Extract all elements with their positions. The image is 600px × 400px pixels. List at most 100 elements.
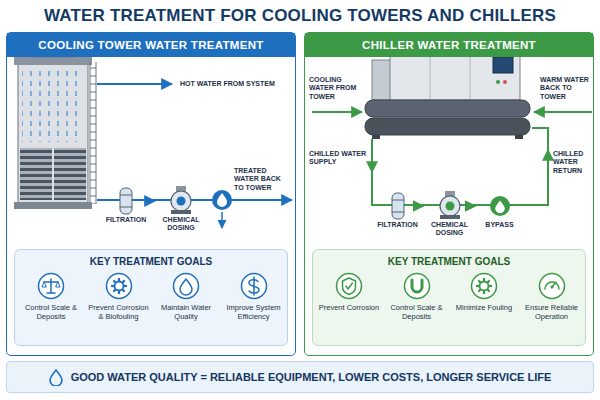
goals-heading: KEY TREATMENT GOALS [15, 256, 287, 267]
pump-icon [171, 186, 191, 214]
equipment-label: FILTRATION [374, 221, 422, 229]
gauge-icon [539, 274, 564, 299]
shield-icon [337, 274, 362, 299]
goal-label: Ensure Reliable Operation [519, 303, 585, 321]
goal-item: Control Scale & Deposits [18, 272, 84, 321]
filter-icon [392, 193, 404, 219]
bypass-icon [490, 196, 510, 216]
goal-item: Prevent Corrosion & Biofouling [86, 272, 152, 321]
gear-icon [476, 278, 492, 294]
gear-icon [483, 291, 485, 294]
bypass-icon [495, 200, 505, 213]
filter-icon [392, 193, 404, 219]
cooling-tower [20, 148, 86, 200]
equipment-symbol: FILTRATION [374, 191, 422, 229]
equipment-label: CHEMICAL DOSING [155, 216, 207, 232]
goal-icon [519, 272, 585, 300]
gear-icon [117, 278, 119, 281]
chiller [515, 135, 523, 139]
gear-icon [113, 290, 115, 292]
equipment-icon [424, 191, 476, 221]
gear-icon [122, 290, 124, 292]
cooling-tower [14, 57, 92, 65]
chiller-pipes [312, 111, 362, 113]
chiller-pipes [312, 112, 592, 205]
gear-icon [488, 290, 490, 292]
goal-icon [221, 272, 287, 300]
filter-icon [392, 200, 404, 201]
shield-icon [337, 274, 362, 299]
pump-icon [445, 202, 454, 211]
diagram-title: WATER TREATMENT FOR COOLING TOWERS AND C… [0, 6, 600, 26]
dollar-icon [241, 274, 266, 299]
tower-pipes [97, 83, 172, 85]
gauge-icon [545, 282, 559, 289]
chiller [365, 118, 530, 135]
goal-item: Minimize Fouling [451, 272, 517, 312]
tower-pipes [212, 190, 232, 210]
gear-icon [117, 291, 119, 294]
goal-icon [86, 272, 152, 300]
gear-icon [114, 282, 123, 291]
equipment-icon [476, 191, 524, 221]
flow-label: WARM WATER BACK TO TOWER [540, 76, 594, 101]
pump-icon [171, 191, 191, 211]
flow-label: CHILLED WATER RETURN [553, 150, 593, 175]
goal-item: Improve System Efficiency [221, 272, 287, 321]
gear-icon [124, 285, 127, 287]
goal-label: Control Scale & Deposits [18, 303, 84, 321]
gear-icon [122, 280, 124, 282]
goals-heading: KEY TREATMENT GOALS [313, 256, 585, 267]
pump-icon [440, 215, 460, 219]
drop-icon [174, 274, 199, 299]
scale-icon [39, 274, 64, 299]
equipment-icon [374, 191, 422, 221]
goal-item: Prevent Corrosion [316, 272, 382, 312]
panel-heading: CHILLER WATER TREATMENT [305, 33, 593, 57]
dollar-icon [249, 277, 259, 295]
flow-label: TREATED WATER BACK TO TOWER [234, 167, 292, 192]
bypass-icon [490, 196, 510, 216]
goal-label: Prevent Corrosion & Biofouling [86, 303, 152, 321]
equipment-symbol: CHEMICAL DOSING [424, 191, 476, 237]
gear-icon [472, 274, 497, 299]
filter-icon [392, 212, 404, 213]
tower-pipes [221, 212, 223, 228]
equipment-label: FILTRATION [102, 216, 150, 224]
gear-icon [488, 280, 490, 282]
panel-heading: COOLING TOWER WATER TREATMENT [7, 33, 295, 57]
magnet-icon [404, 274, 429, 299]
connector-layer [150, 201, 476, 206]
drop-icon [180, 279, 192, 295]
filter-icon [120, 207, 132, 208]
flow-connector [422, 205, 424, 207]
goal-icon [316, 272, 382, 300]
cooling-tower [14, 42, 96, 209]
goal-icon [451, 272, 517, 300]
cooling-tower [14, 202, 92, 209]
equipment-icon [102, 186, 150, 216]
equipment-symbol: CHEMICAL DOSING [155, 186, 207, 232]
flow-label: CHILLED WATER SUPPLY [309, 150, 367, 167]
goal-item: Maintain Water Quality [153, 272, 219, 321]
chiller-pipes [371, 150, 373, 172]
shield-icon [346, 283, 353, 289]
drop-icon [49, 368, 63, 386]
chiller [372, 135, 380, 139]
chiller-pipes [547, 150, 549, 180]
drop-icon [174, 274, 199, 299]
gear-icon [489, 285, 492, 287]
chiller [496, 80, 500, 84]
pump-icon [171, 210, 191, 214]
chiller [365, 50, 530, 139]
goal-icon [18, 272, 84, 300]
gear-icon [478, 290, 480, 292]
goals-box: Control Scale & DepositsPrevent Corrosio… [14, 249, 288, 346]
filter-icon [120, 188, 132, 214]
pump-icon [440, 196, 460, 216]
chiller [493, 57, 513, 73]
equipment-symbol: BYPASS [476, 191, 524, 229]
chiller [390, 50, 520, 100]
gear-icon [472, 274, 497, 299]
